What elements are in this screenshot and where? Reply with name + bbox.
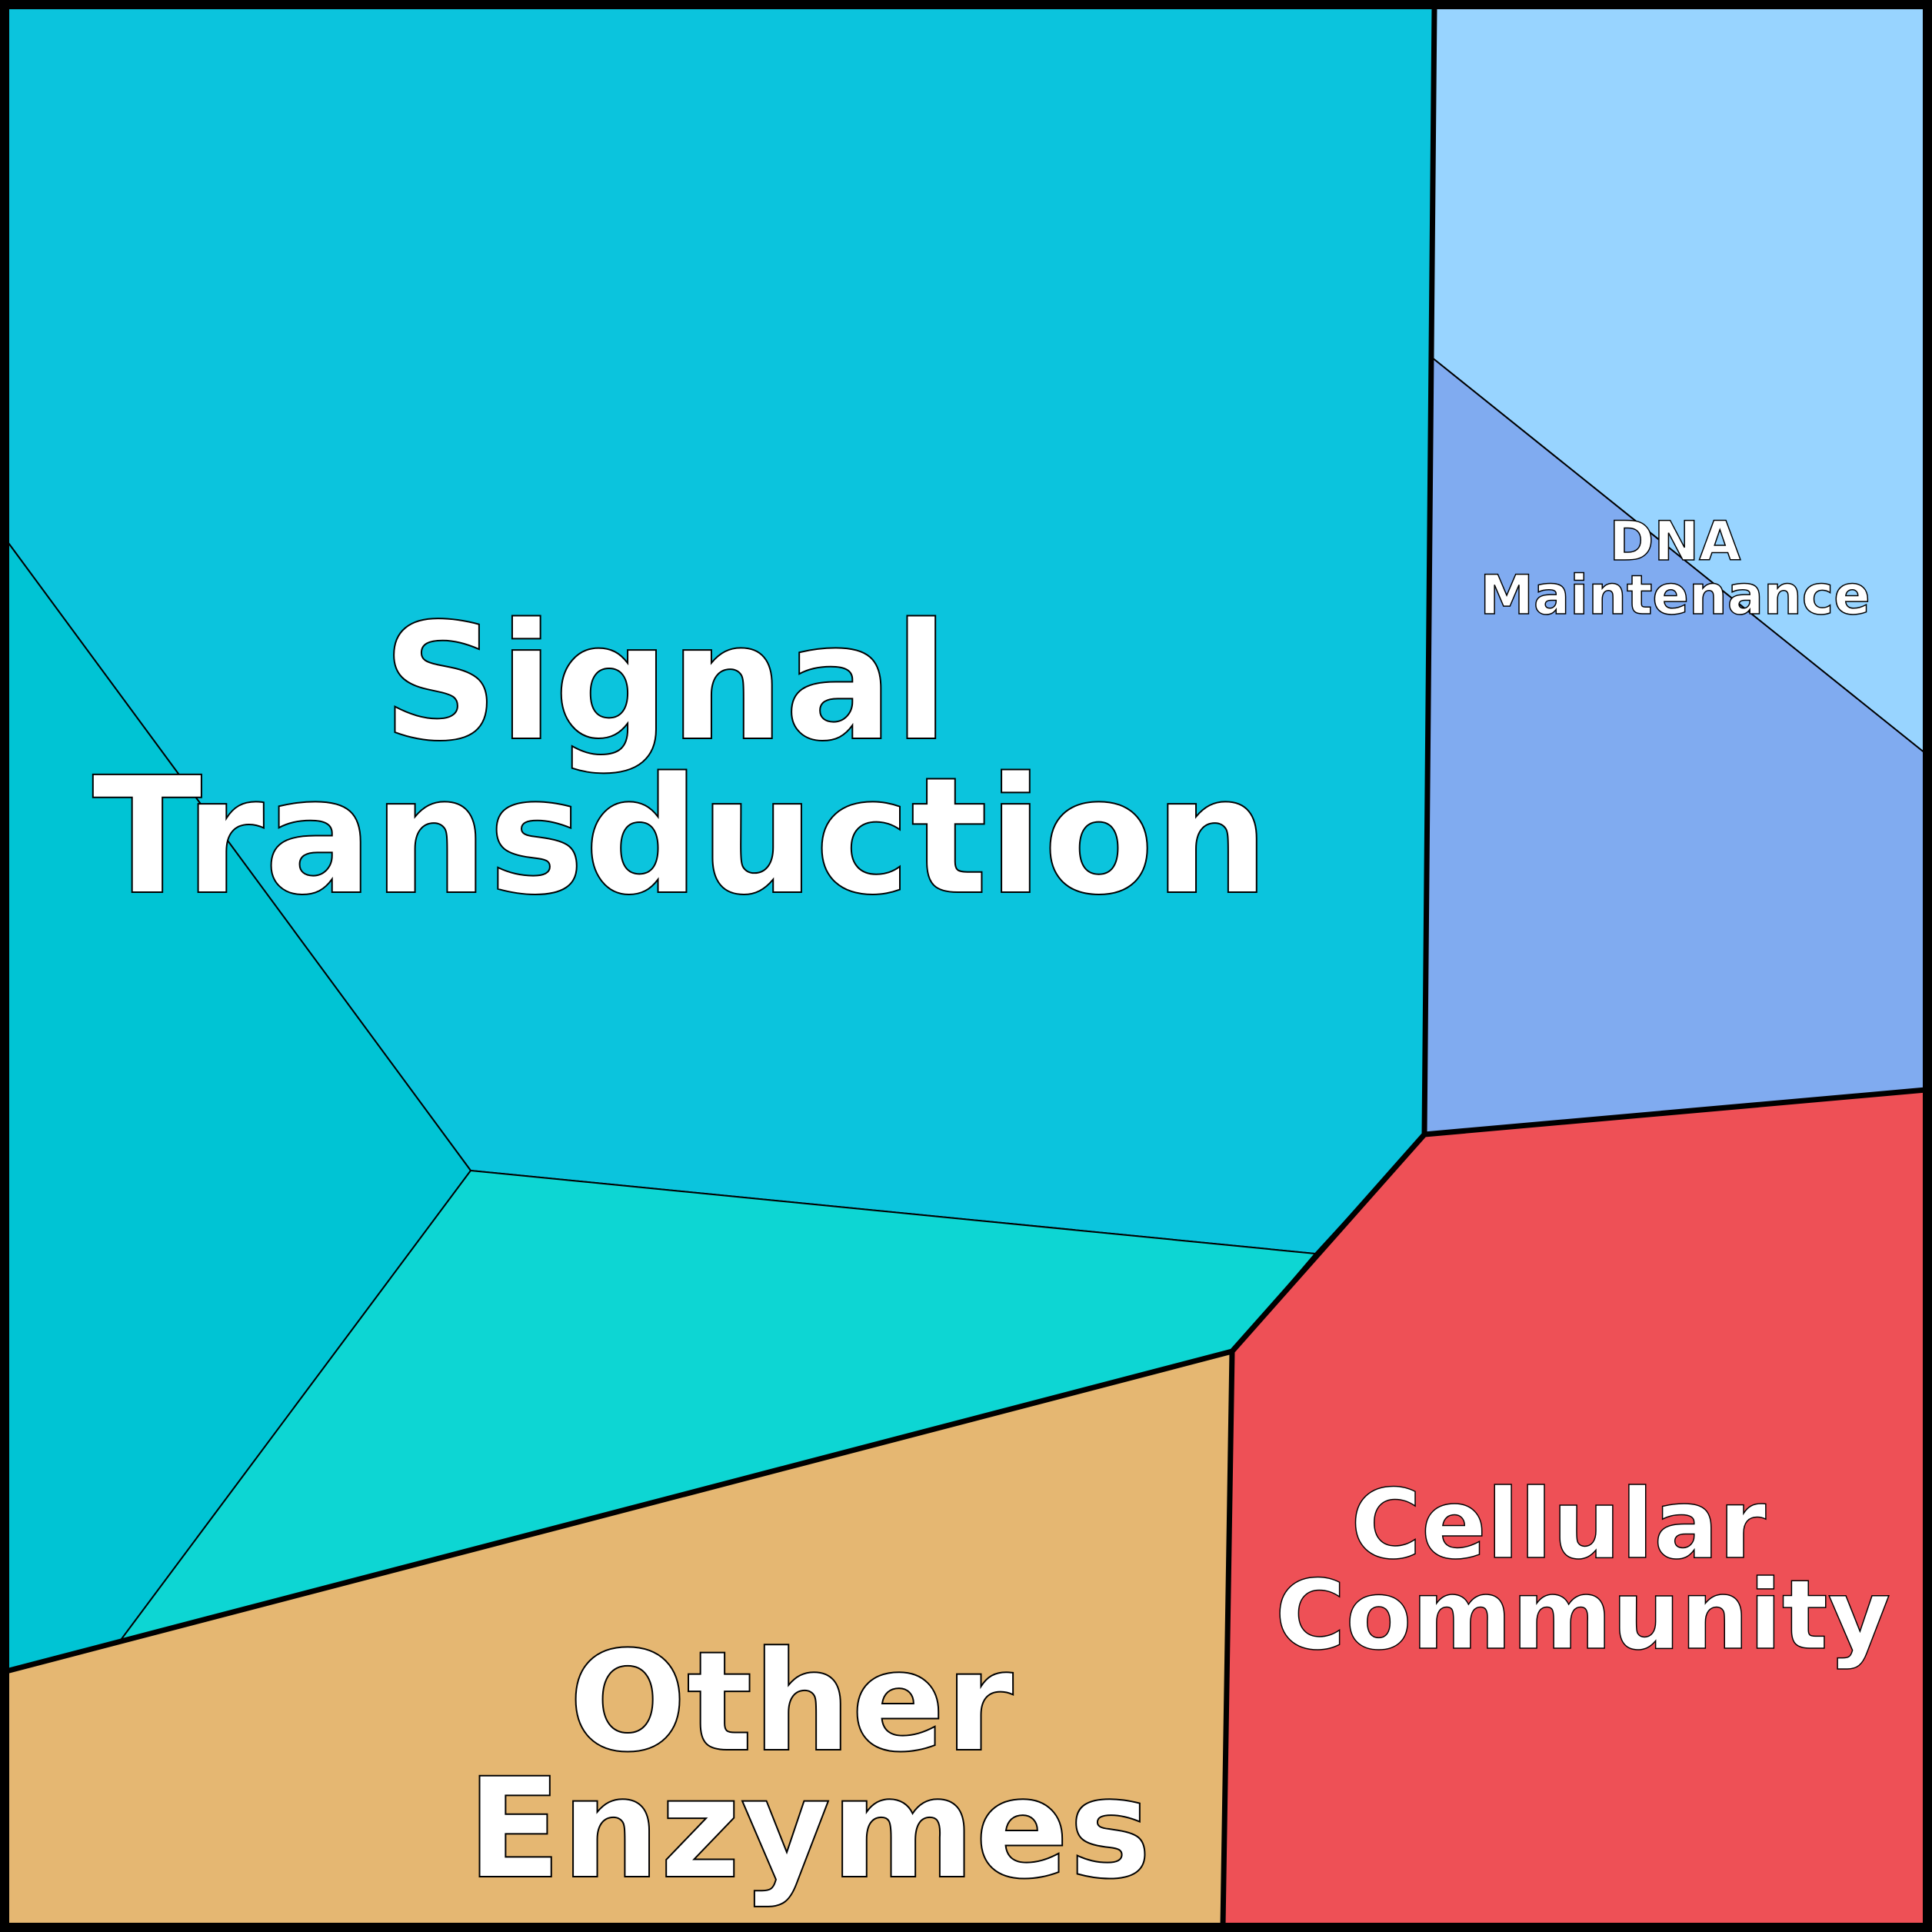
label-cellular-community: Cellular Community — [1275, 1469, 1890, 1671]
border-top-level-2 — [1424, 1087, 1927, 1138]
border-top-level — [5, 5, 1437, 1674]
label-dna-maintenance-line2: Maintenance — [1480, 564, 1870, 627]
label-signal-transduction-line1: Signal — [382, 588, 949, 777]
label-other-enzymes: Other Enzymes — [467, 1622, 1151, 1910]
label-signal-transduction: Signal Transduction — [92, 588, 1269, 931]
label-dna-maintenance-line1: DNA — [1609, 510, 1740, 573]
label-cellular-community-line1: Cellular — [1351, 1469, 1766, 1581]
label-cellular-community-line2: Community — [1275, 1560, 1890, 1671]
label-dna-maintenance: DNA Maintenance — [1480, 510, 1870, 627]
label-other-enzymes-line2: Enzymes — [467, 1749, 1151, 1910]
label-other-enzymes-line1: Other — [569, 1622, 1014, 1783]
border-top-level-3 — [1220, 1351, 1235, 1927]
label-signal-transduction-line2: Transduction — [92, 742, 1269, 931]
